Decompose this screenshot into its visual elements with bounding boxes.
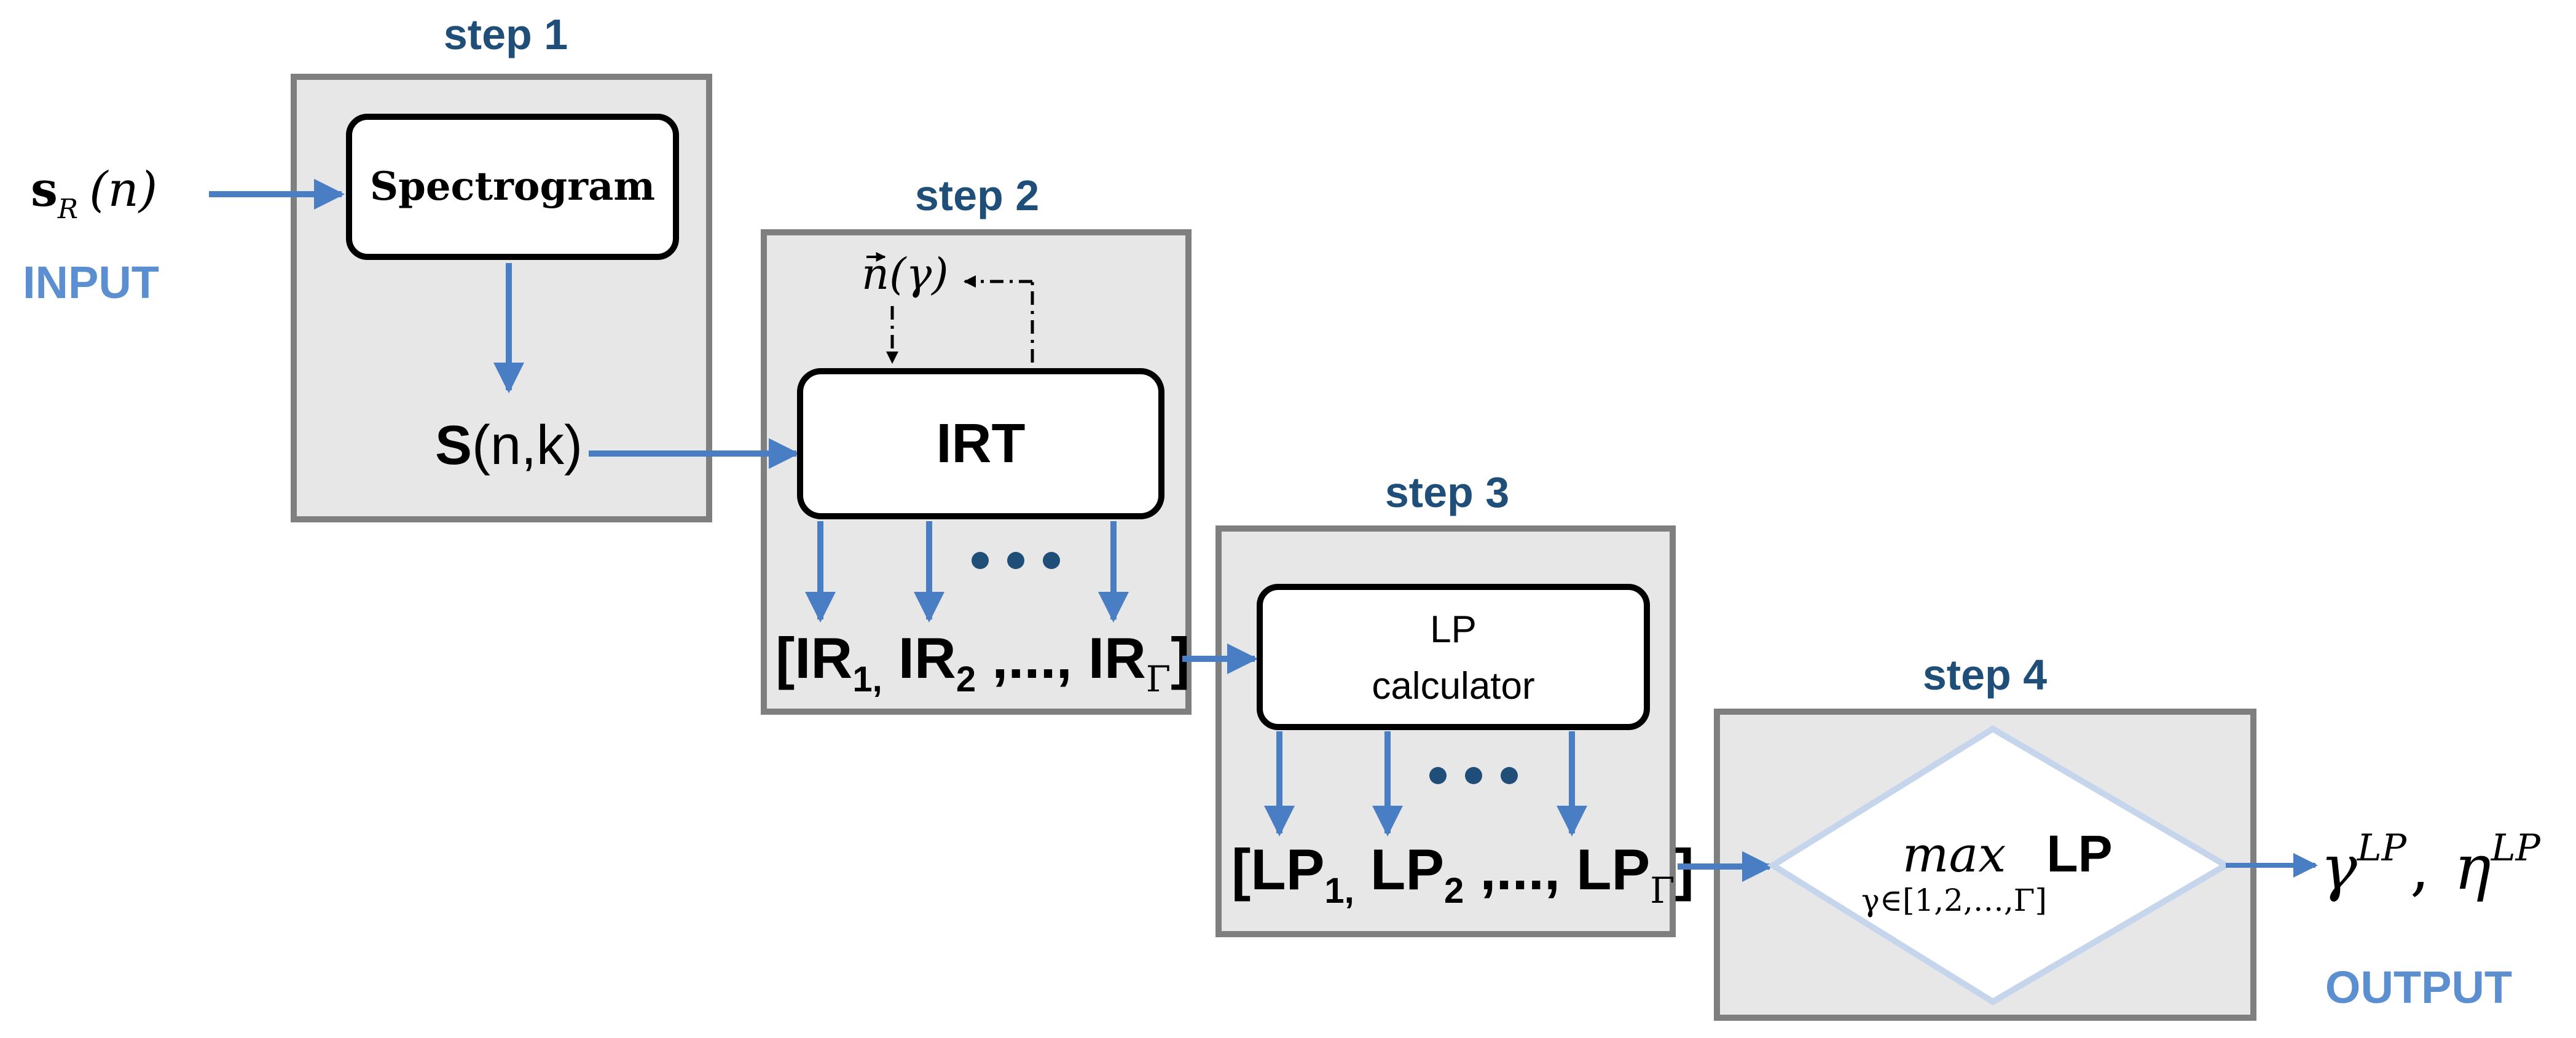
output-params: γLP,ηLP [2320, 827, 2542, 903]
ir-list: [IR1, IR2 ,..., IRΓ] [776, 626, 1190, 700]
step2-title: step 2 [915, 171, 1039, 219]
spectrogram-label: Spectrogram [370, 163, 655, 210]
irt-box [797, 368, 1164, 519]
input-label: INPUT [23, 257, 159, 308]
lp-calculator-line2: calculator [1372, 665, 1534, 707]
output-label: OUTPUT [2325, 962, 2512, 1013]
s-matrix-label: S(n,k) [435, 415, 583, 476]
irt-ellipsis-dots [972, 552, 1060, 569]
lp-calculator-line1: LP [1430, 608, 1477, 651]
lp-calculator-box [1257, 584, 1650, 730]
input-signal: sR(n) [31, 162, 157, 225]
step4-title: step 4 [1923, 651, 2047, 699]
step3-title: step 3 [1385, 468, 1509, 516]
lp-ellipsis-dots [1429, 767, 1518, 784]
irt-label: IRT [937, 413, 1026, 474]
max-argument: LP [2046, 825, 2112, 883]
step1-title: step 1 [444, 10, 568, 58]
max-diamond [1767, 725, 2232, 1005]
max-range: γ∈[1,2,…,Γ] [1861, 883, 2047, 918]
max-operator: max [1903, 826, 2006, 883]
lp-list: [LP1, LP2 ,..., LPΓ] [1231, 837, 1694, 911]
spectrogram-box [346, 114, 679, 260]
